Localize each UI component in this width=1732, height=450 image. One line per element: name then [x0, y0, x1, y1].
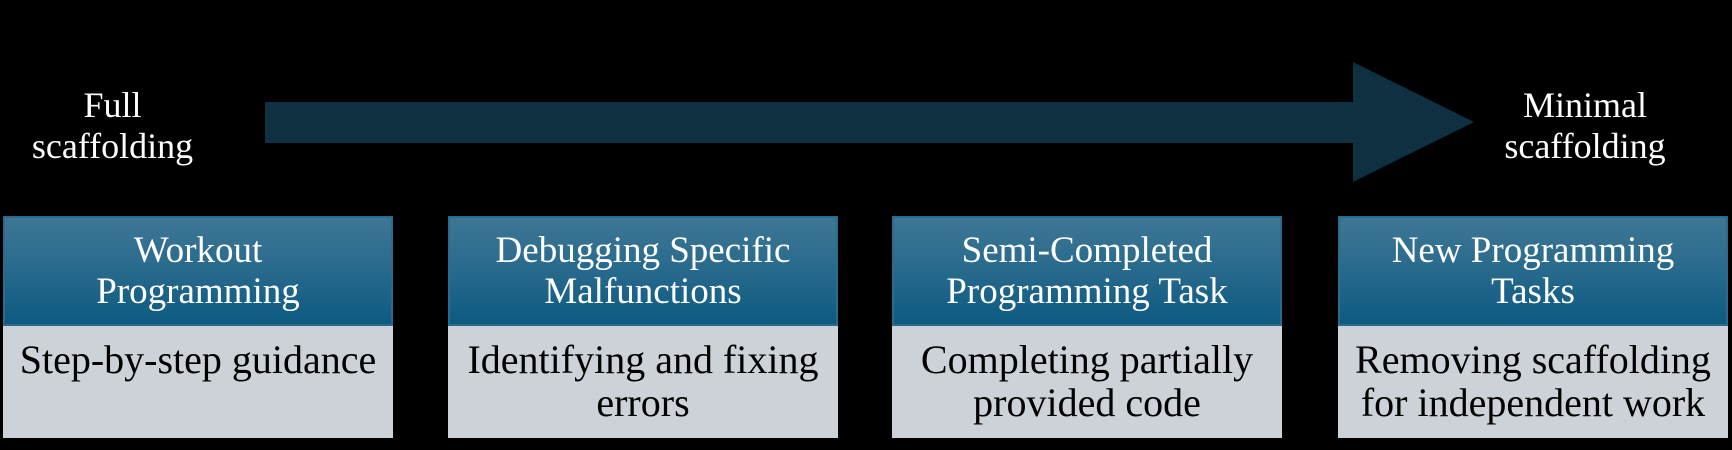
stage-card-semi-completed-task: Semi-Completed Programming Task Completi… — [892, 216, 1282, 438]
stage-title: Semi-Completed Programming Task — [892, 216, 1282, 326]
stage-description: Completing partially provided code — [892, 326, 1282, 438]
minimal-scaffolding-label: Minimal scaffolding — [1504, 85, 1666, 166]
stage-description: Identifying and fixing errors — [448, 326, 838, 438]
arrow-right-icon — [1353, 62, 1474, 182]
stage-description: Removing scaffolding for independent wor… — [1338, 326, 1728, 438]
full-scaffolding-label: Full scaffolding — [31, 85, 194, 166]
stage-title: New Programming Tasks — [1338, 216, 1728, 326]
stage-title: Workout Programming — [3, 216, 393, 326]
stage-card-debugging-malfunctions: Debugging Specific Malfunctions Identify… — [448, 216, 838, 438]
stage-card-workout-programming: Workout Programming Step-by-step guidanc… — [3, 216, 393, 438]
stage-description: Step-by-step guidance — [3, 326, 393, 438]
stage-title: Debugging Specific Malfunctions — [448, 216, 838, 326]
stage-card-new-programming-tasks: New Programming Tasks Removing scaffoldi… — [1338, 216, 1728, 438]
progression-arrow-shaft — [265, 102, 1353, 143]
